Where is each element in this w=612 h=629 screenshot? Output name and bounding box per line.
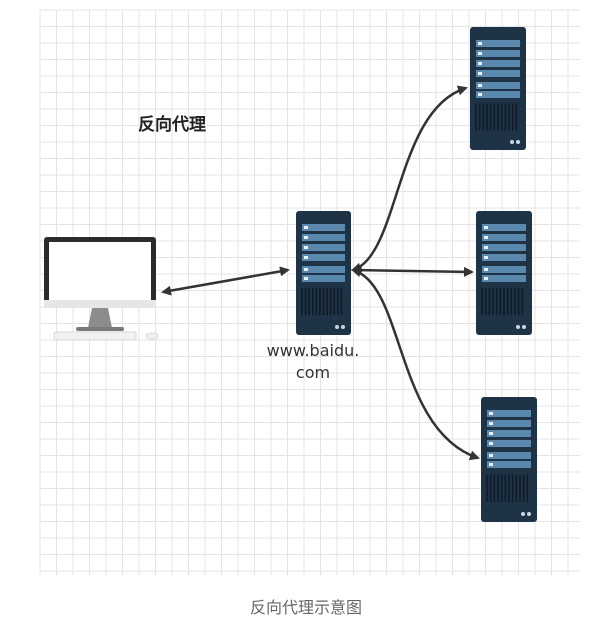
diagram-caption: 反向代理示意图 [249,598,362,617]
server-2-server-icon [476,211,532,335]
reverse-proxy-server-icon [296,211,351,335]
arrow-client-proxy [161,266,290,296]
connection-arrows [161,85,480,461]
server-1-server-icon [470,27,526,150]
proxy-host-line-1: www.baidu. [266,341,360,360]
arrow-proxy-server-2 [351,265,474,277]
arrow-proxy-server-3 [351,267,480,461]
proxy-host-label: www.baidu. com [258,340,368,384]
server-3-server-icon [481,397,537,522]
proxy-host-line-2: com [295,363,331,382]
diagram-title: 反向代理 [138,115,206,135]
arrow-proxy-server-1 [351,85,468,273]
client-computer-icon [44,237,159,341]
